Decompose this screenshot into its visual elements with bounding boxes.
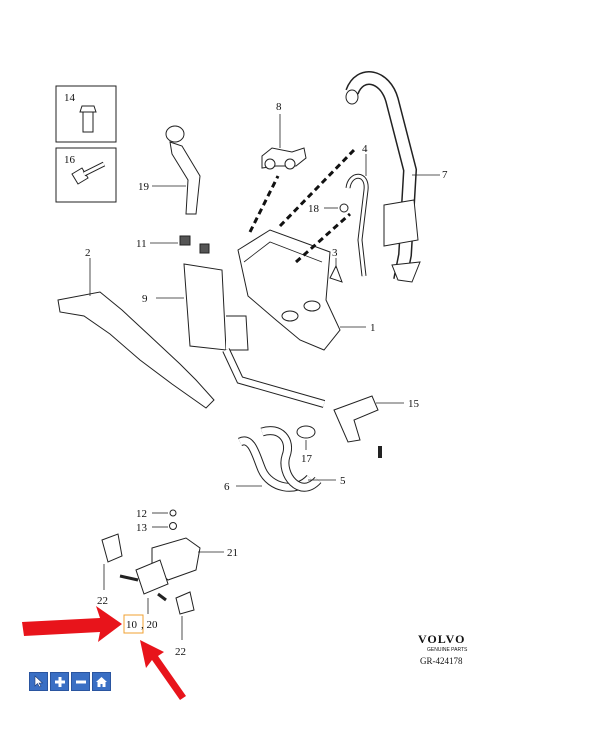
part-14-box[interactable]: 14 [55,85,117,143]
label-5: 5 [340,475,346,487]
brand-name: VOLVO [418,632,465,646]
label-3: 3 [332,247,338,259]
cursor-icon[interactable] [29,672,48,691]
part-3-clip[interactable] [329,258,343,283]
label-20[interactable]: , 20 [141,619,158,631]
label-17: 17 [301,453,313,465]
label-10[interactable]: 10 [126,619,138,631]
red-arrow-diagonal [140,640,186,700]
red-arrow-left [22,606,122,642]
part-17-clamp[interactable] [296,425,316,450]
label-9: 9 [142,293,148,305]
part-19-pipe[interactable] [152,125,201,215]
part-22-gasket-left[interactable] [101,533,123,590]
dashed-leaders [248,148,356,264]
part-7-tube[interactable] [345,71,440,283]
part-10-valve[interactable] [119,559,169,614]
zoom-toolbar [29,672,111,691]
label-12: 12 [136,508,147,520]
label-4: 4 [362,143,368,155]
zoom-in-icon[interactable] [50,672,69,691]
rivet-nut-icon [79,105,97,113]
part-16-box[interactable]: 16 [55,147,117,203]
diagram-code: GR-424178 [420,656,463,666]
label-21: 21 [227,547,238,559]
part-22-gasket-right[interactable] [175,591,195,640]
label-19: 19 [138,181,150,193]
highlight-box [123,614,144,634]
home-icon[interactable] [92,672,111,691]
label-22-right: 22 [175,646,186,658]
label-8: 8 [276,101,282,113]
label-6: 6 [224,481,230,493]
part-9-canister[interactable] [156,263,326,408]
part-15-connector[interactable] [333,395,404,458]
part-2-bracket[interactable] [57,258,215,409]
label-22-left: 22 [97,595,108,607]
part-18-clip[interactable] [324,203,349,213]
brand-subtitle: GENUINE PARTS [427,647,468,653]
label-15: 15 [408,398,420,410]
label-13: 13 [136,522,148,534]
label-16: 16 [64,154,76,166]
part-11-grommet[interactable] [150,235,210,254]
part-4-hose[interactable] [345,154,369,277]
part-1-canister[interactable] [237,229,366,351]
label-7: 7 [442,169,448,181]
label-14: 14 [64,92,76,104]
zoom-out-icon[interactable] [71,672,90,691]
label-18: 18 [308,203,320,215]
part-5-6-hose[interactable] [236,426,336,492]
part-12-13-screw[interactable] [152,509,177,530]
part-8-clamp[interactable] [261,114,307,170]
label-11: 11 [136,238,147,250]
label-1: 1 [370,322,376,334]
label-2: 2 [85,247,91,259]
